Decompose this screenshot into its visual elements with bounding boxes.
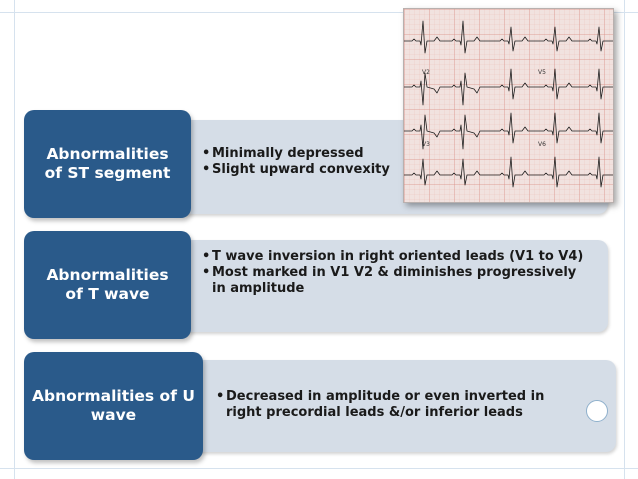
t-wave-bullets: T wave inversion in right oriented leads… — [202, 249, 594, 297]
ecg-trace-row-4 — [404, 156, 613, 188]
ecg-lead-label-v2: V2 — [422, 69, 430, 76]
st-segment-bullet-2: Slight upward convexity — [202, 162, 402, 178]
u-wave-bullet-1: Decreased in amplitude or even inverted … — [216, 389, 576, 421]
t-wave-header: Abnormalities of T wave — [24, 231, 191, 339]
u-wave-header: Abnormalities of U wave — [24, 352, 203, 460]
ecg-traces — [404, 20, 613, 188]
t-wave-bullet-1: T wave inversion in right oriented leads… — [202, 249, 594, 265]
st-segment-header: Abnormalities of ST segment — [24, 110, 191, 218]
ecg-trace-row-3 — [404, 112, 613, 150]
st-segment-bullets: Minimally depressed Slight upward convex… — [202, 146, 402, 178]
slide-border-top — [0, 12, 638, 13]
u-wave-bullets: Decreased in amplitude or even inverted … — [216, 389, 576, 421]
ecg-lead-label-v6: V6 — [538, 141, 546, 148]
ecg-trace-row-2 — [404, 68, 613, 106]
t-wave-bullet-2: Most marked in V1 V2 & diminishes progre… — [202, 265, 594, 297]
ecg-lead-label-v5: V5 — [538, 69, 546, 76]
slide-border-right — [624, 0, 625, 479]
ecg-strip-svg — [404, 9, 613, 202]
ecg-lead-label-v3: V3 — [422, 141, 430, 148]
slide-border-left — [14, 0, 15, 479]
st-segment-bullet-1: Minimally depressed — [202, 146, 402, 162]
ecg-image: V2 V5 V3 V6 — [403, 8, 614, 203]
ecg-trace-row-1 — [404, 20, 613, 54]
decorative-circle — [586, 400, 608, 422]
slide-border-bottom — [0, 468, 638, 469]
